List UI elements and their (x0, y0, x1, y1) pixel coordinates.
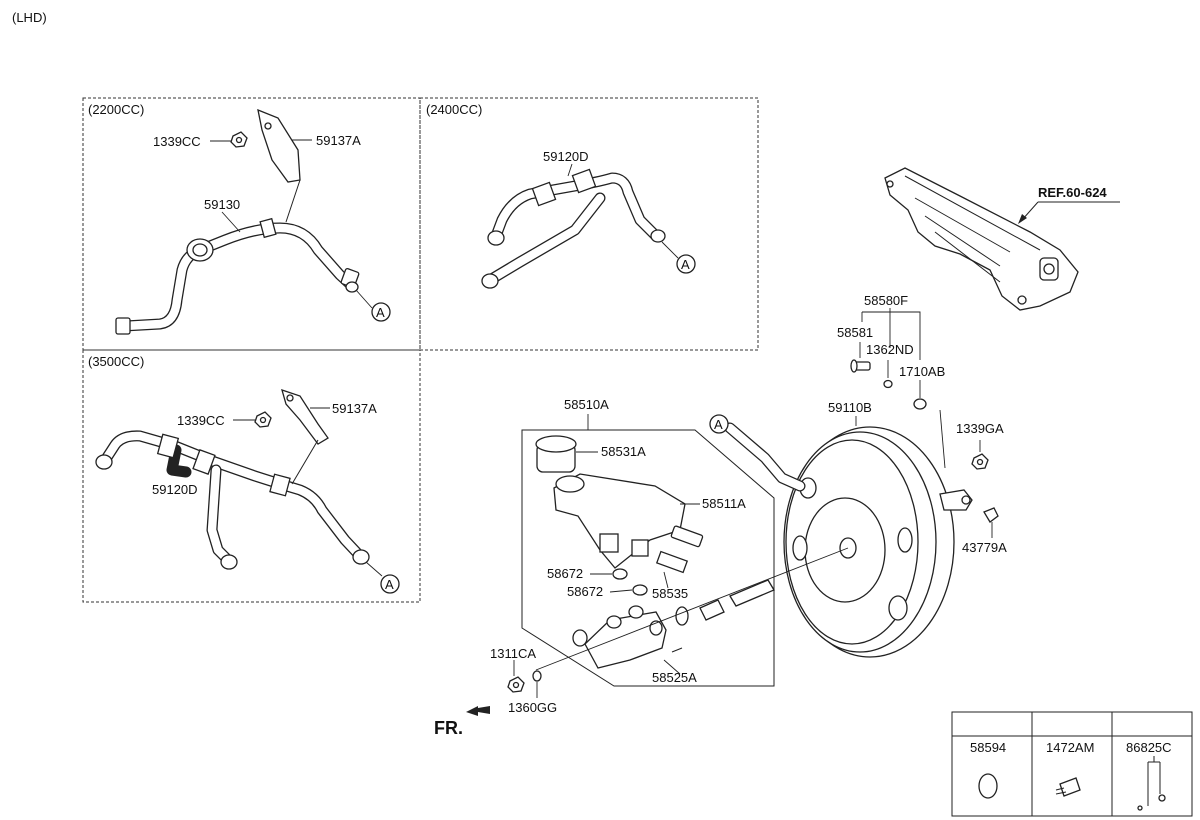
legend-table (951, 711, 1193, 817)
label-58581: 58581 (837, 325, 873, 340)
reservoir (553, 473, 704, 569)
section-label-2200cc: (2200CC) (88, 102, 144, 117)
label-59110b: 59110B (828, 400, 872, 415)
section-label-2400cc: (2400CC) (426, 102, 482, 117)
ref-label: REF.60-624 (1038, 185, 1107, 200)
label-58672-upper: 58672 (547, 566, 583, 581)
label-43779a: 43779A (962, 540, 1007, 555)
section-boxes (82, 97, 759, 603)
label-1339ga: 1339GA (956, 421, 1004, 436)
nut-1339cc-3500 (254, 411, 272, 428)
legend-col-86825c: 86825C (1126, 740, 1172, 755)
clip-86825c (1137, 756, 1166, 811)
washer-1362nd (883, 379, 893, 389)
nut-1311ca (507, 676, 525, 693)
label-1360gg: 1360GG (508, 700, 557, 715)
legend-col-1472am: 1472AM (1046, 740, 1094, 755)
label-58511a: 58511A (702, 496, 746, 511)
connector-a-2400 (676, 254, 696, 274)
label-1311ca: 1311CA (490, 646, 536, 661)
label-59137a-3500: 59137A (332, 401, 377, 416)
label-1339cc-3500: 1339CC (177, 413, 225, 428)
front-label: FR. (434, 718, 463, 738)
label-1362nd: 1362ND (866, 342, 914, 357)
label-1339cc-2200: 1339CC (153, 134, 201, 149)
reservoir-cap (535, 435, 577, 473)
label-58580f: 58580F (864, 293, 908, 308)
nut-1339cc-2200 (230, 131, 248, 148)
drive-side-label: (LHD) (12, 10, 47, 25)
label-59120d-3500: 59120D (152, 482, 198, 497)
connector-a-2200-letter: A (376, 305, 385, 320)
master-cylinder (572, 579, 775, 669)
bracket-2200cc (257, 108, 301, 223)
bracket-3500cc (281, 388, 329, 485)
connector-a-2200 (371, 302, 391, 322)
nut-1339ga (971, 453, 989, 470)
label-58531a: 58531A (601, 444, 646, 459)
sensor-58535 (655, 550, 689, 574)
label-59137a-2200: 59137A (316, 133, 361, 148)
clip-1472am (1055, 777, 1081, 797)
pin-58581 (850, 359, 871, 373)
brake-booster (783, 426, 973, 658)
clip-1710ab (913, 398, 927, 410)
legend-col-58594: 58594 (970, 740, 1006, 755)
label-58535: 58535 (652, 586, 688, 601)
label-58672-lower: 58672 (567, 584, 603, 599)
connector-a-booster-letter: A (714, 417, 723, 432)
oring-58594 (978, 773, 998, 799)
connector-a-3500-letter: A (385, 577, 394, 592)
vacuum-hose-2200cc (115, 217, 360, 335)
clip-43779a (983, 507, 999, 523)
label-58510a: 58510A (564, 397, 609, 412)
front-arrow-icon (466, 706, 490, 716)
label-58525a: 58525A (652, 670, 697, 685)
connector-a-3500 (380, 574, 400, 594)
label-1710ab: 1710AB (899, 364, 945, 379)
grommet-58672-lower (632, 584, 648, 596)
grommet-58672-upper (612, 568, 628, 580)
connector-a-booster (709, 414, 729, 434)
master-cylinder-group-outline (521, 429, 775, 687)
label-59130: 59130 (204, 197, 240, 212)
section-label-3500cc: (3500CC) (88, 354, 144, 369)
washer-1360gg (532, 670, 542, 682)
label-59120d-2400: 59120D (543, 149, 589, 164)
vacuum-hose-2400cc (481, 168, 666, 289)
vacuum-hose-3500cc (95, 430, 370, 570)
connector-a-2400-letter: A (681, 257, 690, 272)
dash-panel-reference (884, 167, 1079, 311)
